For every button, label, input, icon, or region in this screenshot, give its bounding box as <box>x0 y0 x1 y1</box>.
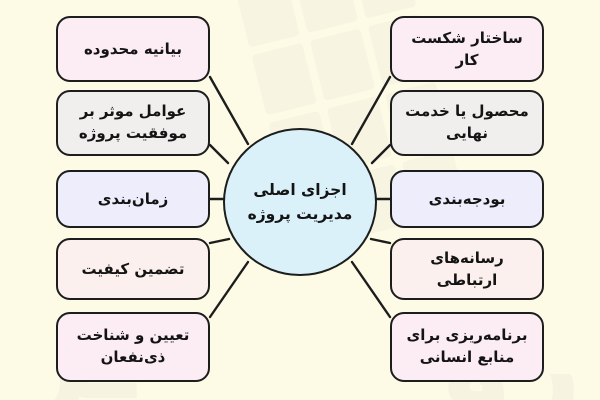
node-box-right-4[interactable]: رسانه‌های ارتباطی <box>390 238 544 300</box>
node-label-right-4: رسانه‌های ارتباطی <box>430 248 504 290</box>
node-label-right-5: برنامه‌ریزی برای منابع انسانی <box>406 326 528 366</box>
center-node-label-line2: مدیریت پروژه <box>247 205 353 223</box>
node-box-left-4[interactable]: تضمین کیفیت <box>56 238 210 300</box>
connector-right-4 <box>369 237 392 245</box>
node-label-right-2: محصول یا خدمت نهایی <box>405 102 529 142</box>
node-label-left-2: عوامل موثر بر موفقیت پروژه <box>78 102 188 142</box>
connector-right-2 <box>370 143 392 165</box>
connector-left-5 <box>208 260 250 319</box>
node-label-left-1: بیانیه محدوده <box>83 39 183 58</box>
node-label-left-4: تضمین کیفیت <box>81 259 185 278</box>
node-box-right-2[interactable]: محصول یا خدمت نهایی <box>390 90 544 156</box>
center-node-circle[interactable]: اجزای اصلی مدیریت پروژه <box>223 128 377 276</box>
node-box-right-1[interactable]: ساختار شکست کار <box>390 16 544 82</box>
node-label-right-1: ساختار شکست کار <box>411 28 523 70</box>
connector-right-5 <box>350 260 392 319</box>
connector-left-1 <box>208 75 250 146</box>
node-box-right-3[interactable]: بودجه‌بندی <box>390 170 544 228</box>
node-label-left-5: تعیین و شناخت ذی‌نفعان <box>76 326 190 366</box>
node-box-left-3[interactable]: زمان‌بندی <box>56 170 210 228</box>
center-node-label-line1: اجزای اصلی <box>253 180 347 199</box>
node-label-right-3: بودجه‌بندی <box>428 189 506 208</box>
node-box-left-1[interactable]: بیانیه محدوده <box>56 16 210 82</box>
connector-left-2 <box>208 143 230 165</box>
node-box-left-2[interactable]: عوامل موثر بر موفقیت پروژه <box>56 90 210 156</box>
node-label-left-3: زمان‌بندی <box>97 189 169 208</box>
center-node-label: اجزای اصلی مدیریت پروژه <box>238 178 363 226</box>
node-box-right-5[interactable]: برنامه‌ریزی برای منابع انسانی <box>390 312 544 382</box>
node-box-left-5[interactable]: تعیین و شناخت ذی‌نفعان <box>56 312 210 382</box>
connector-right-1 <box>350 75 392 146</box>
connector-left-4 <box>208 237 231 245</box>
